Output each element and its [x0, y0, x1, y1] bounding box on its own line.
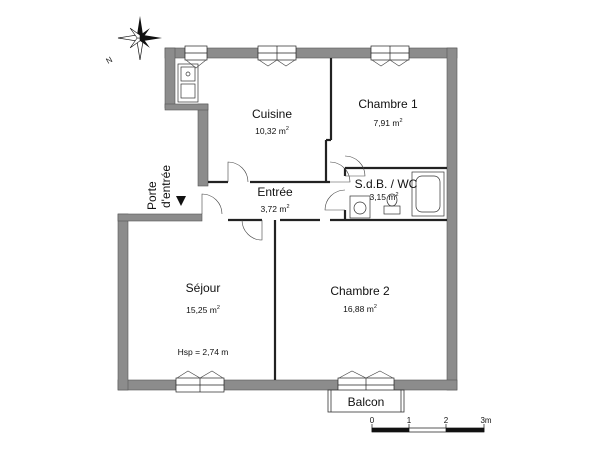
room-name-chambre-1: Chambre 1	[358, 97, 418, 111]
outer-walls	[117, 47, 458, 391]
room-name-sdb: S.d.B. / WC	[355, 177, 418, 191]
balcony	[327, 389, 405, 413]
room-area-entree: 3,72 m2	[260, 204, 289, 214]
door-swings	[201, 155, 366, 241]
scale-bar	[371, 424, 485, 433]
bathroom-sink	[349, 195, 371, 219]
entrance-label-dentree: d'entrée	[159, 165, 173, 208]
room-name-cuisine: Cuisine	[252, 107, 292, 121]
toilet	[383, 193, 401, 215]
room-area-cuisine: 10,32 m2	[255, 126, 289, 136]
compass-north-label: N	[105, 55, 115, 66]
compass-rose-icon	[117, 16, 162, 61]
room-name-entree: Entrée	[257, 185, 293, 199]
room-area-chambre-1: 7,91 m2	[373, 118, 402, 128]
window-swings	[176, 59, 409, 379]
scale-tick-3: 3m	[480, 416, 491, 425]
bathtub	[411, 171, 445, 217]
scale-tick-0: 0	[370, 416, 375, 425]
ceiling-height-note: Hsp = 2,74 m	[178, 347, 229, 357]
kitchen-sink	[177, 63, 199, 103]
windows	[175, 45, 410, 393]
entrance-label-porte: Porte	[145, 181, 159, 210]
balcony-label: Balcon	[348, 395, 385, 409]
room-name-chambre-2: Chambre 2	[330, 284, 390, 298]
room-name-sejour: Séjour	[186, 281, 221, 295]
room-area-chambre-2: 16,88 m2	[343, 304, 377, 314]
scale-tick-1: 1	[407, 416, 412, 425]
interior-walls	[208, 58, 447, 380]
room-area-sdb: 3,15 m2	[369, 192, 398, 202]
room-area-sejour: 15,25 m2	[186, 305, 220, 315]
entrance-arrow	[176, 196, 186, 206]
scale-tick-2: 2	[444, 416, 449, 425]
